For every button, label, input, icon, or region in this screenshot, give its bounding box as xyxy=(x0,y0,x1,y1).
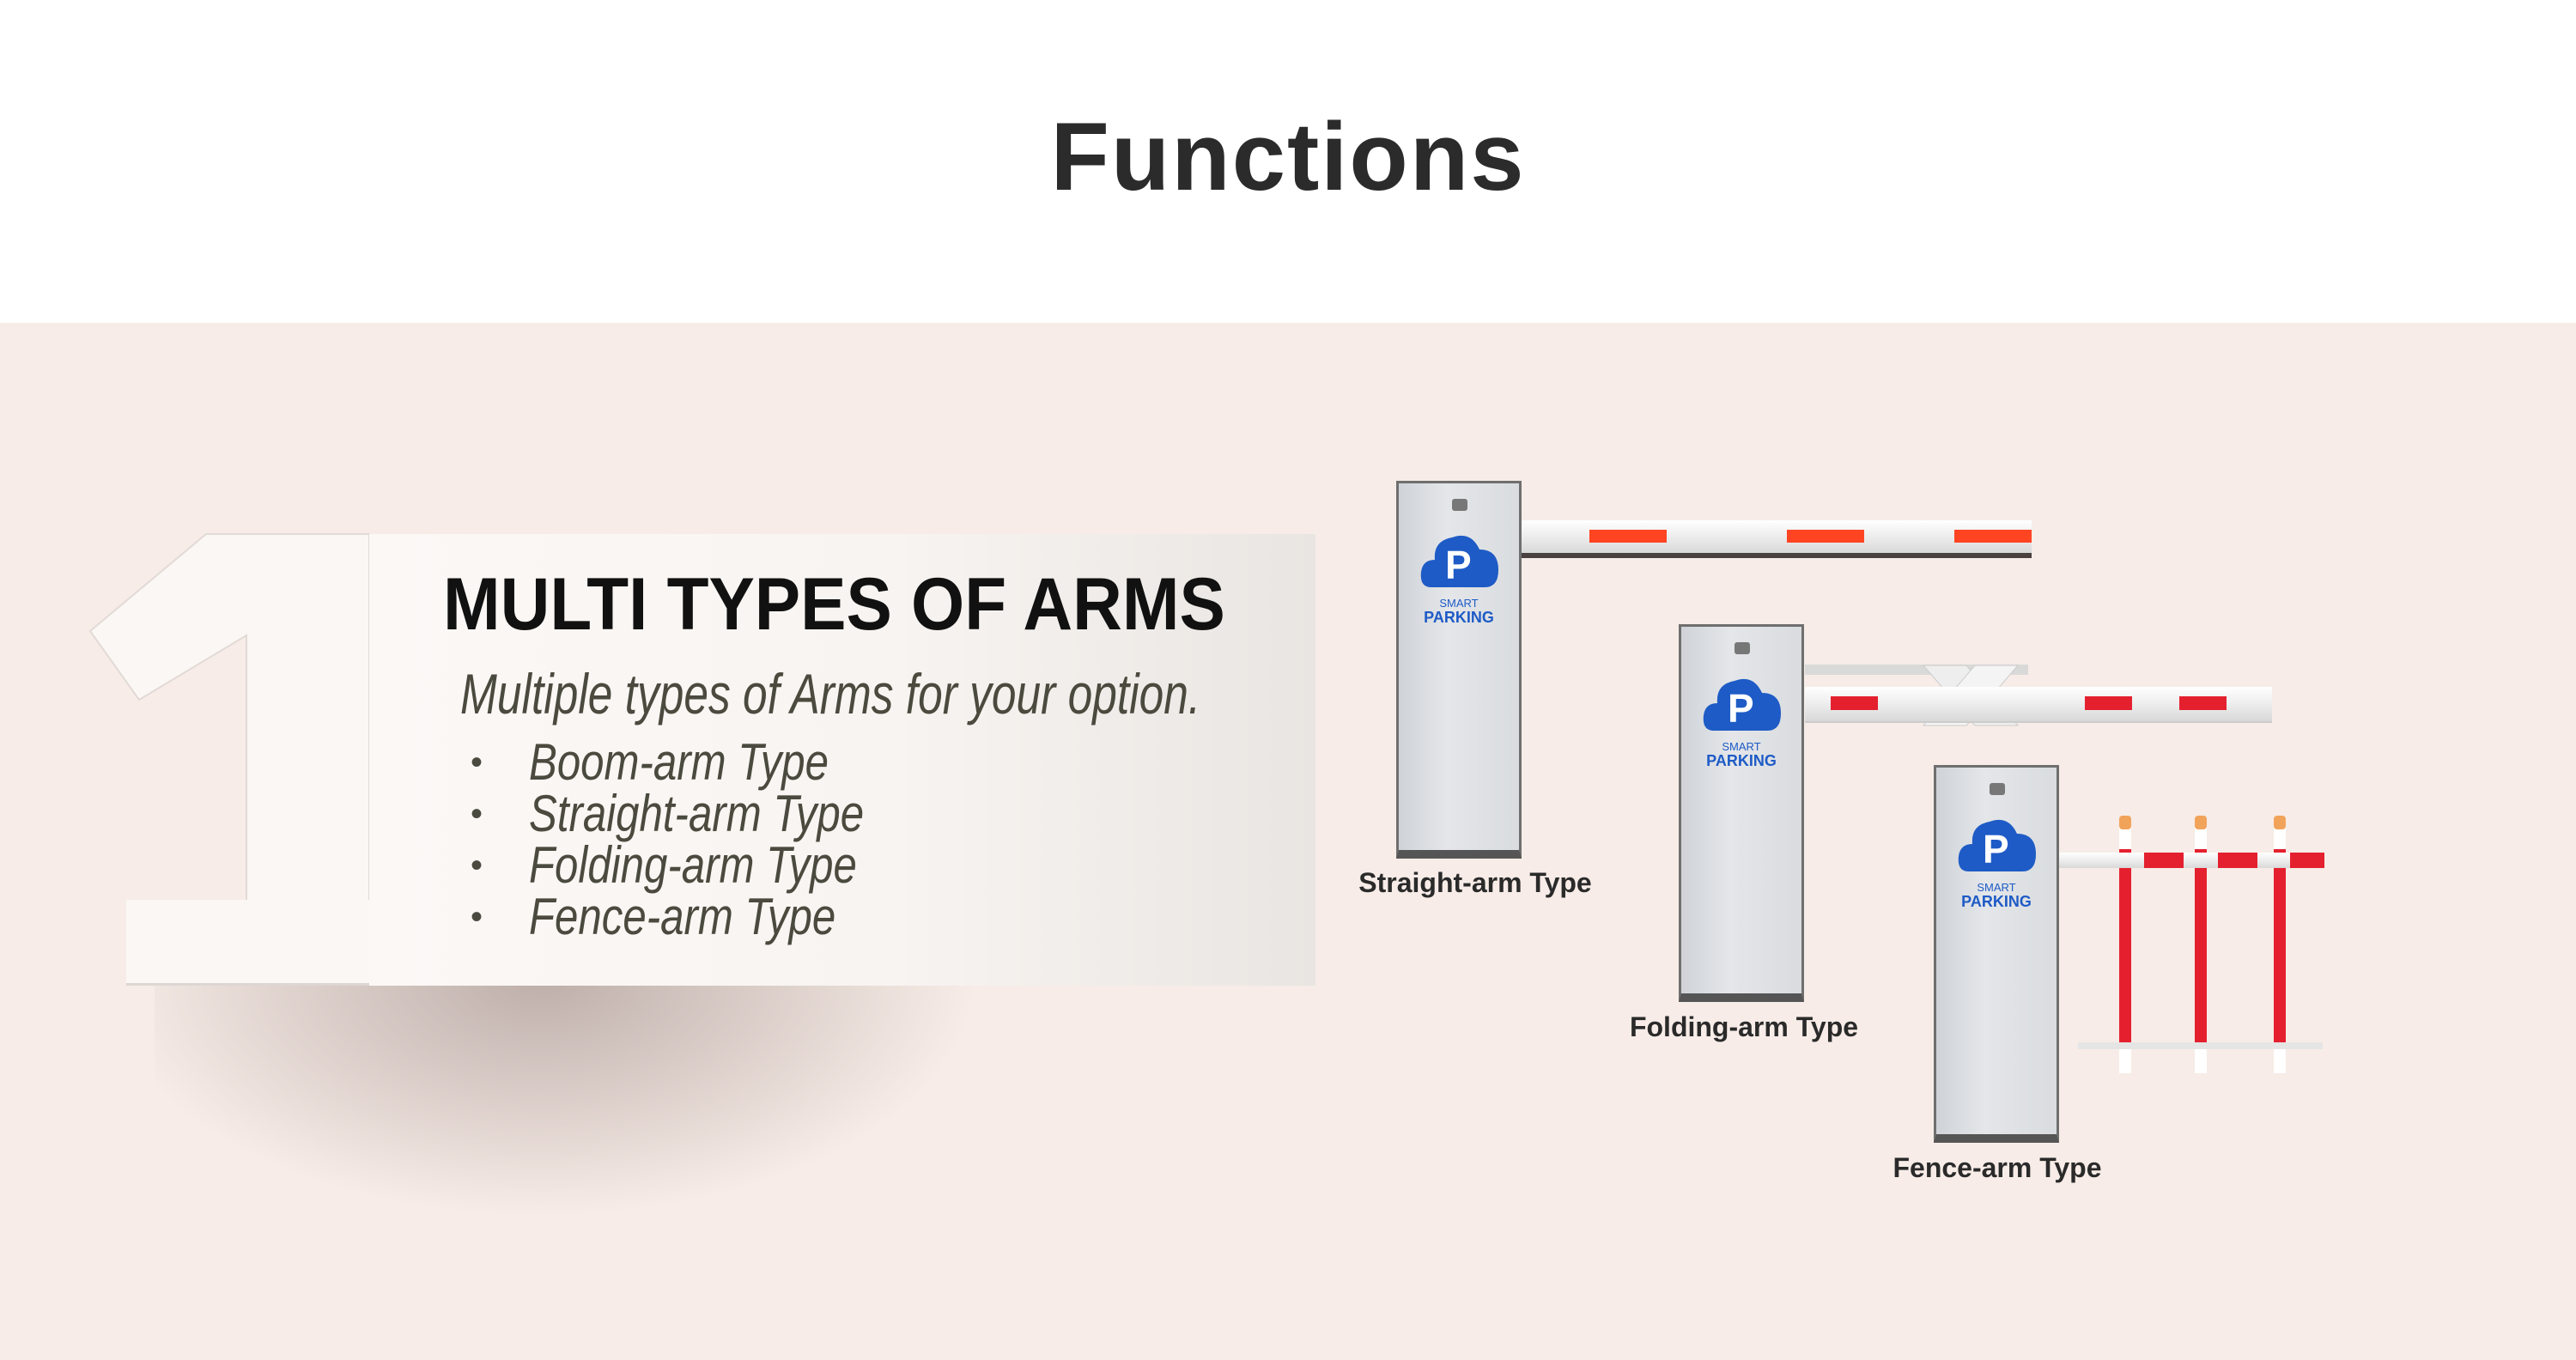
svg-text:P: P xyxy=(1983,827,2009,871)
page-title: Functions xyxy=(1050,103,1526,210)
brand-bottom-text: PARKING xyxy=(1961,893,2032,910)
list-item: Folding-arm Type xyxy=(471,840,938,892)
fence-post xyxy=(2195,824,2207,1073)
brand-top-text: SMART xyxy=(1722,740,1761,753)
fence-cap xyxy=(2119,816,2131,829)
fence-cap xyxy=(2274,816,2286,829)
arm-type-list: Boom-arm Type Straight-arm Type Folding-… xyxy=(471,737,938,944)
brand-top-text: SMART xyxy=(1977,881,2016,894)
folding-arm xyxy=(1805,687,2272,723)
card-shadow xyxy=(155,979,1013,1236)
straight-arm xyxy=(1521,520,2032,558)
product-label: Folding-arm Type xyxy=(1629,1011,1859,1042)
brand-bottom-text: PARKING xyxy=(1424,609,1494,626)
list-item: Fence-arm Type xyxy=(471,891,938,944)
fence-post xyxy=(2119,824,2131,1073)
feature-subtitle: Multiple types of Arms for your option. xyxy=(460,662,1201,726)
fence-arm xyxy=(2058,853,2324,868)
parking-cloud-icon: P xyxy=(1703,678,1781,731)
parking-cloud-icon: P xyxy=(1958,819,2036,871)
fence-post xyxy=(2274,824,2286,1073)
fence-cap xyxy=(2195,816,2207,829)
header: Functions xyxy=(0,0,2576,323)
logo-mark-icon xyxy=(1735,642,1750,654)
folding-arm-cabinet: P SMART PARKING xyxy=(1679,624,1804,1002)
feature-heading: MULTI TYPES OF ARMS xyxy=(443,563,1225,646)
fence-bottom-rail xyxy=(2078,1042,2323,1049)
product-label: Straight-arm Type xyxy=(1358,867,1592,898)
logo-mark-icon xyxy=(1990,783,2005,795)
fence-arm-cabinet: P SMART PARKING xyxy=(1934,765,2059,1143)
svg-text:P: P xyxy=(1445,543,1472,587)
brand-bottom-text: PARKING xyxy=(1706,752,1777,769)
list-item: Straight-arm Type xyxy=(471,788,938,841)
parking-cloud-icon: P xyxy=(1420,535,1498,587)
brand-top-text: SMART xyxy=(1439,597,1479,610)
svg-text:P: P xyxy=(1728,686,1754,731)
logo-mark-icon xyxy=(1452,499,1467,511)
list-item: Boom-arm Type xyxy=(471,737,938,789)
product-label: Fence-arm Type xyxy=(1893,1152,2102,1183)
straight-arm-cabinet: P SMART PARKING xyxy=(1396,481,1522,859)
